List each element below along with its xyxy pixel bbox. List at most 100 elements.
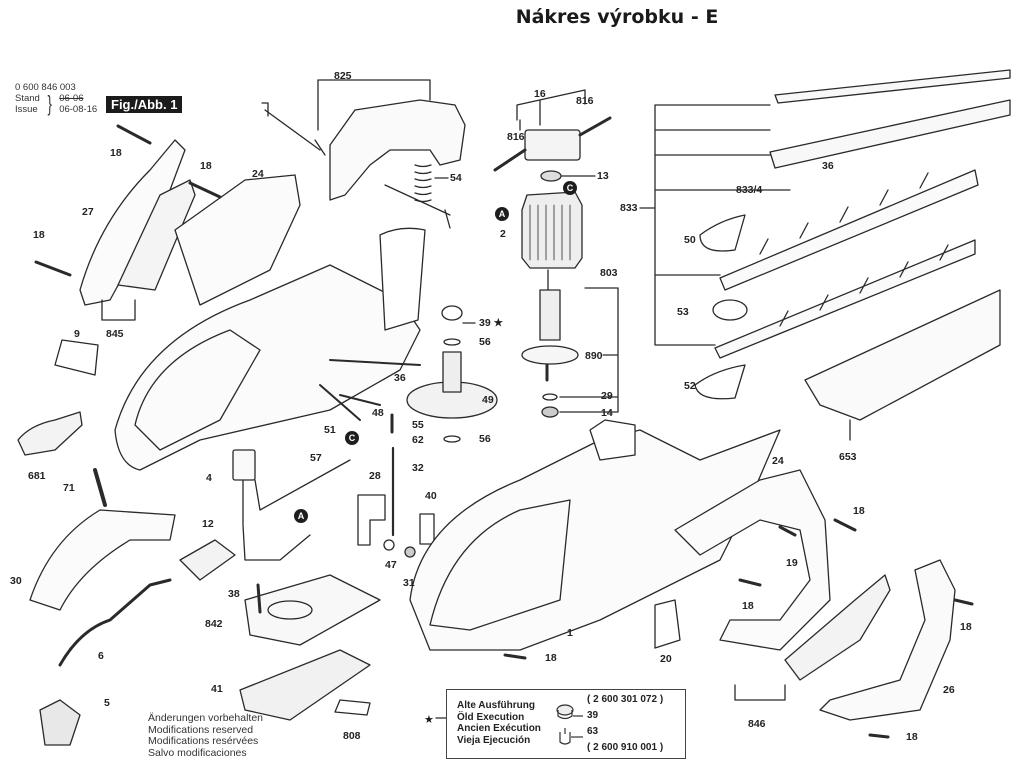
switch-rod-part [261, 102, 326, 156]
callout-c: C [345, 431, 359, 445]
part-label-18: 18 [33, 229, 45, 241]
washer-52-part [694, 364, 746, 400]
leader-825 [317, 79, 431, 131]
part-label-6: 6 [98, 650, 104, 662]
washer-29-part [542, 393, 558, 401]
part-label-2: 2 [500, 228, 506, 240]
part-label-51: 51 [324, 424, 336, 436]
lever-28-part [357, 494, 386, 546]
upper-blade-part [719, 169, 979, 291]
part-label-1: 1 [567, 627, 573, 639]
blade-guide-part [769, 99, 1011, 169]
part-label-50: 50 [684, 234, 696, 246]
top-handle-part [329, 99, 466, 201]
stand-label: Stand [15, 93, 40, 104]
part-label-816: 816 [576, 95, 594, 107]
part-label-808: 808 [343, 730, 361, 742]
part-label-18: 18 [110, 147, 122, 159]
part-label-28: 28 [369, 470, 381, 482]
part-label-52: 52 [684, 380, 696, 392]
blade-rail-part [774, 69, 1011, 104]
part-label-18: 18 [960, 621, 972, 633]
part-label-681: 681 [28, 470, 46, 482]
screw-18g-part [953, 598, 974, 606]
part-label-53: 53 [677, 306, 689, 318]
nut-31-part [404, 546, 416, 558]
part-label-13: 13 [597, 170, 609, 182]
part-label-36: 36 [822, 160, 834, 172]
part-label-653: 653 [839, 451, 857, 463]
gear-shaft-part [442, 351, 462, 393]
bearing-13-part [540, 170, 562, 182]
stand-value: 06-06 [59, 93, 84, 104]
part-label-31: 31 [403, 577, 415, 589]
part-label-890: 890 [585, 350, 603, 362]
legend-part-39: 39 [587, 710, 599, 721]
callout-c: C [563, 181, 577, 195]
legend-name: Öld Execution [457, 711, 525, 723]
part-label-56: 56 [479, 433, 491, 445]
washer-56b-part [443, 435, 461, 443]
part-label-56: 56 [479, 336, 491, 348]
legend-name: Vieja Ejecución [457, 734, 531, 746]
code-new: ( 2 600 910 001 ) [587, 742, 664, 753]
stand-issue-block: Stand Issue } 06-06 06-08-16 [15, 93, 98, 116]
note-line: Modifications reserved [148, 723, 254, 736]
brush-holder-part [524, 129, 581, 161]
part-label-18: 18 [853, 505, 865, 517]
plug-5-part [39, 699, 81, 746]
ring-53-part [712, 299, 748, 321]
part-label-39: 39 ★ [479, 317, 504, 329]
part-label-57: 57 [310, 452, 322, 464]
part-label-24: 24 [772, 455, 784, 467]
legend-name: Ancien Exécution [457, 723, 541, 734]
document-info: 0 600 846 003 Stand Issue } 06-06 06-08-… [15, 82, 97, 115]
part-label-18: 18 [200, 160, 212, 172]
part-label-833-4: 833/4 [736, 184, 763, 196]
guard-846-part [784, 574, 891, 681]
legend-name: Alte Ausführung [457, 700, 535, 711]
cable-6-part [58, 578, 172, 667]
screw-18e-part [738, 578, 762, 587]
part-label-27: 27 [82, 206, 94, 218]
part-label-16: 16 [534, 88, 546, 100]
part-label-842: 842 [205, 618, 223, 630]
switch-4-part [232, 449, 256, 481]
handle-insert-part [379, 227, 426, 331]
part-label-62: 62 [412, 434, 424, 446]
wires-part [242, 459, 351, 561]
rods-36-51-part [319, 359, 421, 421]
housing-handle-mount [589, 419, 636, 461]
note-line: Modifications resérvées [148, 735, 259, 747]
legend-parts-icon [556, 704, 583, 745]
part-label-71: 71 [63, 482, 75, 494]
label-20-part [654, 599, 681, 649]
part-47 [383, 539, 395, 551]
part-label-18: 18 [906, 731, 918, 743]
handle-27-part [79, 139, 186, 306]
part-label-18: 18 [742, 600, 754, 612]
part-label-12: 12 [202, 518, 214, 530]
washer-56-part [443, 338, 461, 346]
note-line: Änderungen vorbehalten [148, 712, 264, 724]
part-label-29: 29 [601, 390, 613, 402]
screw-18h-part [868, 733, 890, 739]
part-label-9: 9 [74, 328, 80, 340]
part-label-41: 41 [211, 683, 223, 695]
part-label-5: 5 [104, 697, 110, 709]
issue-value: 06-08-16 [59, 104, 98, 115]
armature-part [539, 269, 561, 341]
rear-handle-30-part [29, 509, 176, 611]
part-label-845: 845 [106, 328, 124, 340]
cover-24b-part [674, 469, 831, 651]
housing-left-part [114, 264, 421, 471]
part-label-47: 47 [385, 559, 397, 571]
screw-18c-part [34, 260, 72, 277]
part-number: 0 600 846 003 [15, 82, 76, 93]
part-label-55: 55 [412, 419, 424, 431]
part-label-26: 26 [943, 684, 955, 696]
part-label-32: 32 [412, 462, 424, 474]
part-label-19: 19 [786, 557, 798, 569]
part-label-825: 825 [334, 70, 352, 82]
modification-notes: Änderungen vorbehalten Modifications res… [148, 712, 264, 759]
